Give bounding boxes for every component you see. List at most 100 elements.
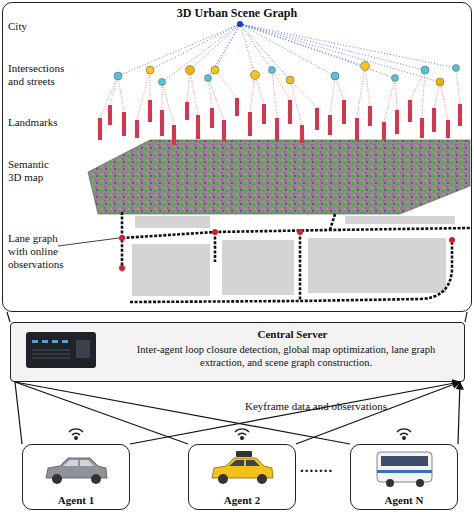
bus-icon: [377, 452, 432, 487]
landmark-bar: [196, 115, 200, 139]
upload-arrow: [15, 382, 460, 444]
lane-graph: [122, 212, 470, 302]
bus-stripe: [377, 470, 432, 473]
car-wheel: [218, 474, 228, 484]
landmark-bar: [98, 118, 102, 140]
level-label: Semantic 3D map: [8, 158, 60, 184]
landmark-bar: [408, 100, 412, 122]
intersection-node: [392, 75, 399, 82]
landmark-bar: [148, 100, 152, 122]
landmark-bar: [382, 122, 386, 140]
landmark-bar: [160, 110, 164, 136]
agent-box: Agent 1: [22, 444, 130, 510]
intersection-node: [146, 66, 154, 74]
city-node: [237, 21, 243, 27]
car-windows: [63, 460, 94, 466]
scene-graph-panel: 3D Urban Scene Graph: [2, 2, 472, 312]
intersection-node: [205, 75, 212, 82]
bus-wheel: [386, 479, 394, 487]
landmark-bar: [222, 120, 226, 142]
lane: [121, 212, 124, 272]
cloud-outline: [88, 140, 470, 214]
ellipsis: .......: [300, 460, 333, 475]
landmark-bar: [315, 108, 319, 130]
car-windows: [229, 460, 260, 466]
landmark-bar: [248, 112, 252, 136]
landmark-edges: [100, 66, 460, 125]
server-grille: [32, 350, 70, 358]
landmark-bar: [395, 110, 399, 134]
taxi-sign: [236, 451, 252, 457]
landmark-bar: [432, 108, 436, 132]
lane: [130, 240, 452, 302]
intersection-node: [114, 72, 122, 80]
server-light: [52, 340, 58, 343]
sedan-icon: [46, 458, 107, 484]
city-block: [345, 216, 455, 224]
server-light: [32, 340, 38, 343]
intersection-node: [159, 79, 166, 86]
landmark-bar: [235, 98, 239, 116]
wifi-dot: [241, 437, 244, 440]
landmark-bar: [172, 125, 176, 145]
wifi-arcs: [235, 429, 249, 435]
agent-label: Agent 1: [23, 494, 129, 506]
upload-arrow: [15, 382, 460, 444]
city-blocks: [132, 216, 455, 296]
taxi-icon: [212, 451, 273, 484]
landmark-bar: [342, 100, 346, 124]
city-edges: [118, 24, 456, 82]
level-label: Lane graph with online observations: [8, 232, 70, 271]
landmark-bar: [108, 105, 112, 125]
landmark-bar: [368, 106, 372, 126]
wifi-arcs: [397, 429, 411, 435]
panel-title: 3D Urban Scene Graph: [3, 6, 471, 21]
lane: [214, 232, 217, 262]
agent-label: Agent N: [351, 494, 457, 506]
bus-wheel: [416, 479, 424, 487]
server-lights: [32, 340, 90, 358]
server-light: [42, 340, 48, 343]
level-label: City: [8, 20, 27, 33]
leader-line: [58, 238, 119, 246]
lane-observations: [119, 229, 455, 271]
landmark-bar: [300, 125, 304, 143]
landmark-bar: [288, 100, 292, 124]
wifi-dot: [75, 437, 78, 440]
wifi-symbol: [69, 429, 83, 439]
city-block: [222, 240, 294, 295]
intersection-node: [251, 71, 260, 80]
wifi-arcs: [69, 429, 83, 435]
wifi-dot: [403, 437, 406, 440]
landmark-bar: [446, 120, 450, 138]
landmark-bar: [355, 118, 359, 140]
upload-arrow: [15, 382, 460, 444]
city-block: [132, 244, 210, 296]
city-block: [135, 216, 210, 228]
bus-windows: [381, 456, 428, 466]
landmark-bar: [262, 104, 266, 124]
observation-dot: [119, 235, 125, 241]
agent-box: Agent 2: [188, 444, 296, 510]
observation-dot: [212, 229, 218, 235]
callout-connector: [7, 312, 467, 322]
intersection-node: [453, 65, 460, 72]
level-label: Intersections and streets: [8, 62, 76, 88]
agent-box: Agent N: [350, 444, 458, 510]
car-wheel: [52, 474, 62, 484]
car-wheel: [257, 474, 267, 484]
wifi-symbols: [69, 429, 411, 439]
landmarks: [98, 98, 462, 145]
intersection-node: [331, 72, 339, 80]
intersection-node: [361, 62, 370, 71]
intersection-node: [286, 76, 294, 84]
observation-dot: [297, 229, 303, 235]
observation-dot: [449, 237, 455, 243]
server-icon: [26, 332, 96, 368]
server-light: [62, 340, 68, 343]
server-background: [10, 322, 465, 382]
intersection-node: [421, 66, 429, 74]
landmark-bar: [420, 118, 424, 138]
